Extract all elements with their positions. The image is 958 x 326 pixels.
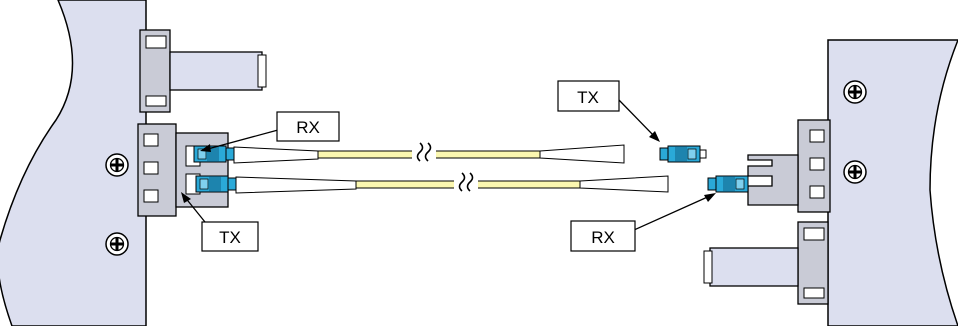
screw-icon xyxy=(842,79,868,105)
fiber-cable-upper xyxy=(193,142,707,164)
left-device xyxy=(0,0,267,326)
screw-icon xyxy=(842,159,868,185)
lc-connector xyxy=(193,145,235,163)
screw-icon xyxy=(104,231,130,257)
callout-left-tx: TX xyxy=(181,192,259,252)
label-left-rx: RX xyxy=(296,118,320,137)
right-upper-module xyxy=(747,119,831,213)
callout-right-rx: RX xyxy=(570,193,716,252)
left-upper-module xyxy=(139,29,267,113)
label-right-rx: RX xyxy=(591,228,615,247)
lc-connector xyxy=(659,145,701,163)
label-right-tx: TX xyxy=(577,88,599,107)
screw-icon xyxy=(104,152,130,178)
callout-left-rx: RX xyxy=(200,111,340,152)
lc-connector xyxy=(195,175,237,193)
right-lower-module xyxy=(703,221,829,305)
label-left-tx: TX xyxy=(219,228,241,247)
fiber-cable-lower xyxy=(195,172,749,194)
left-lower-module xyxy=(137,123,229,217)
right-device xyxy=(703,39,958,326)
callout-right-tx: TX xyxy=(557,80,660,142)
lc-connector xyxy=(707,175,749,193)
